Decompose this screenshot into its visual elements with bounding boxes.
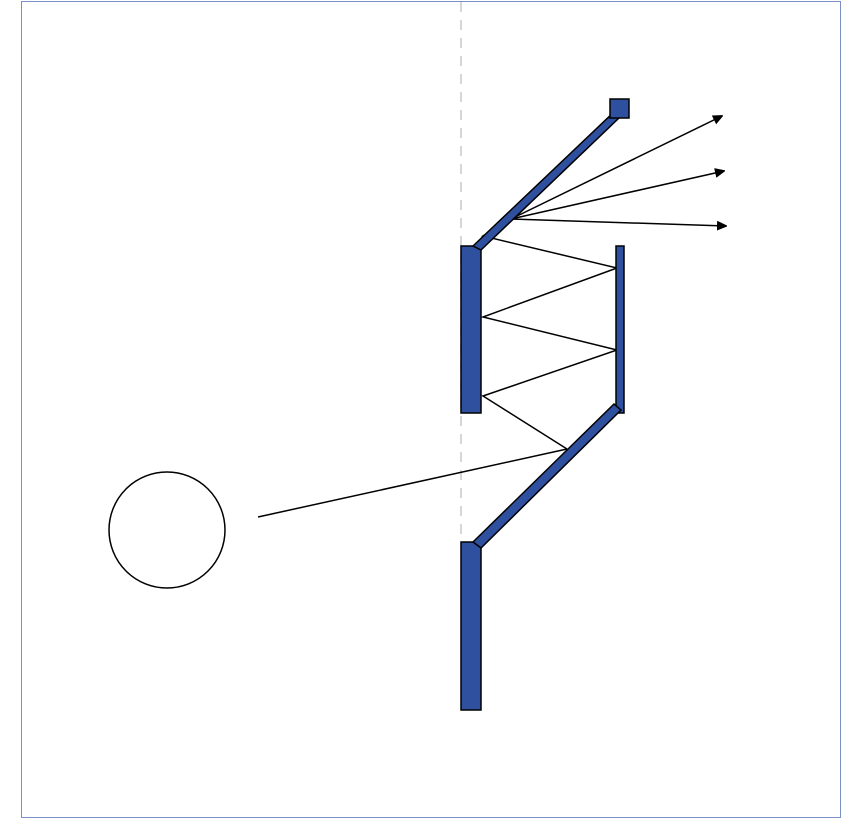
right-side-mirror xyxy=(616,246,624,413)
source-circle xyxy=(109,472,225,588)
lower-wall-plate xyxy=(461,542,481,710)
upper-wall-plate xyxy=(461,246,481,413)
mirror-end-cap xyxy=(610,99,629,118)
diagram-frame xyxy=(22,2,841,818)
